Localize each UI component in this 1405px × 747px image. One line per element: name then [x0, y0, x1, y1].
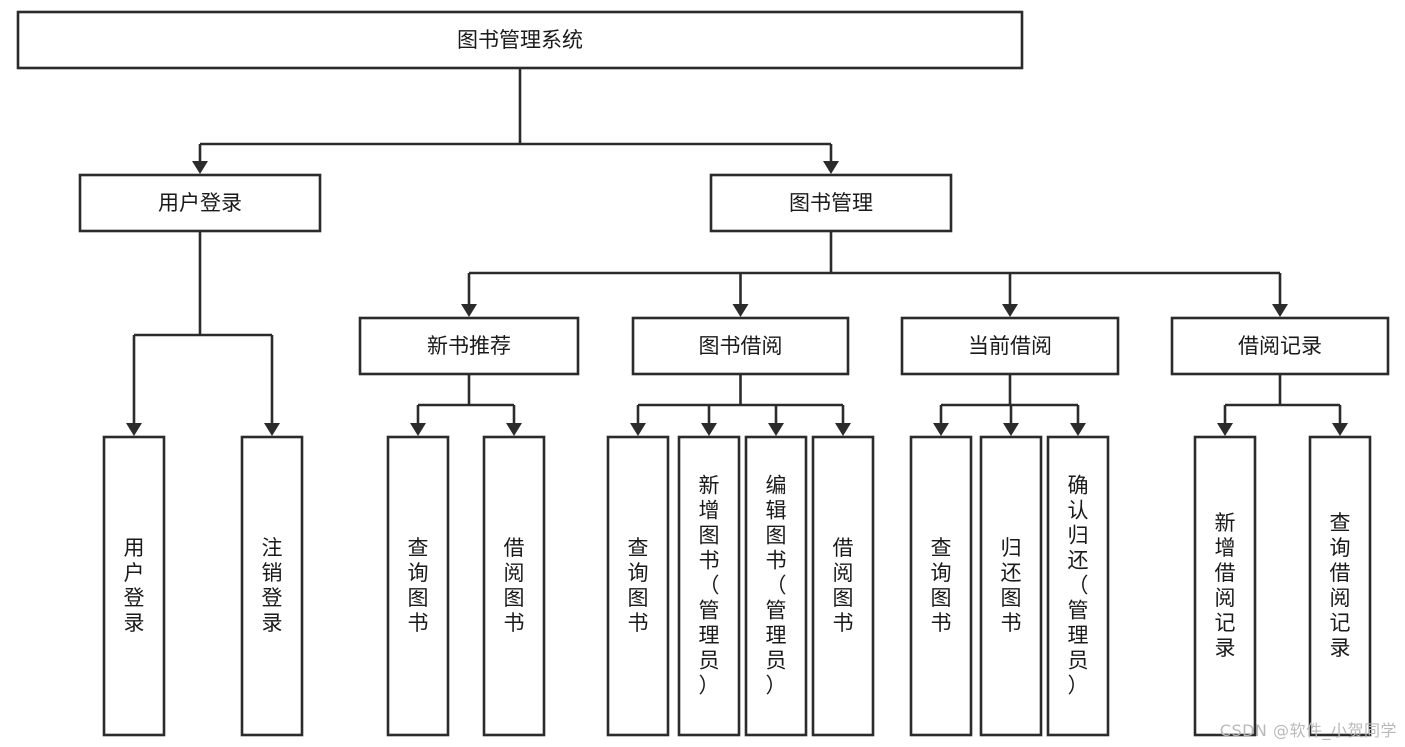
- node-label: 图书借阅: [699, 334, 783, 358]
- node-label: 查询借阅记录: [1330, 511, 1351, 660]
- node-label: 借阅图书: [504, 536, 525, 635]
- node-label: 图书管理系统: [457, 28, 583, 52]
- arrow-head-icon: [1332, 423, 1348, 436]
- node-leaf-7[interactable]: 借阅图书: [811, 435, 875, 737]
- arrow-head-icon: [264, 423, 280, 436]
- node-leaf-11[interactable]: 新增借阅记录: [1193, 435, 1257, 737]
- node-box: [1308, 435, 1372, 737]
- node-label: 当前借阅: [968, 334, 1052, 358]
- node-leaf-12[interactable]: 查询借阅记录: [1308, 435, 1372, 737]
- branch-records: [1217, 374, 1348, 436]
- branch-user-login: [126, 231, 280, 436]
- arrow-head-icon: [1003, 423, 1019, 436]
- node-leaf-10[interactable]: 确认归还（管理员）: [1046, 435, 1110, 737]
- node-label: 查询图书: [628, 536, 649, 635]
- node-l2-0[interactable]: 用户登录: [78, 173, 322, 233]
- node-leaf-2[interactable]: 查询图书: [386, 435, 450, 737]
- arrow-head-icon: [835, 423, 851, 436]
- branch-book-management: [461, 231, 1288, 317]
- connectors-layer: [126, 68, 1348, 436]
- node-label: 用户登录: [158, 191, 242, 215]
- node-label: 查询图书: [408, 536, 429, 635]
- node-l3-2[interactable]: 当前借阅: [900, 316, 1120, 376]
- node-label: 查询图书: [931, 536, 952, 635]
- node-label: 注销登录: [262, 536, 283, 635]
- arrow-head-icon: [192, 161, 208, 174]
- node-box: [358, 316, 580, 376]
- node-label: 编辑图书（管理员）: [766, 474, 787, 698]
- arrow-head-icon: [768, 423, 784, 436]
- nodes-layer: 图书管理系统用户登录图书管理新书推荐图书借阅当前借阅借阅记录用户登录注销登录查询…: [16, 10, 1390, 737]
- node-box: [677, 435, 741, 737]
- node-label: 用户登录: [124, 536, 145, 635]
- node-box: [482, 435, 546, 737]
- csdn-watermark: CSDN @软件_小贺同学: [1219, 721, 1397, 740]
- arrow-head-icon: [1002, 304, 1018, 317]
- arrow-head-icon: [1217, 423, 1233, 436]
- arrow-head-icon: [1272, 304, 1288, 317]
- arrow-head-icon: [506, 423, 522, 436]
- node-label: 借阅记录: [1238, 334, 1322, 358]
- branch-new-book: [410, 374, 522, 436]
- node-label: 新增借阅记录: [1215, 511, 1236, 660]
- branch-borrow: [630, 374, 851, 436]
- arrow-head-icon: [701, 423, 717, 436]
- node-l2-1[interactable]: 图书管理: [709, 173, 953, 233]
- node-box: [78, 173, 322, 233]
- node-box: [606, 435, 670, 737]
- node-root-0[interactable]: 图书管理系统: [16, 10, 1024, 70]
- node-box: [1193, 435, 1257, 737]
- arrow-head-icon: [732, 304, 749, 317]
- node-l3-1[interactable]: 图书借阅: [631, 316, 850, 376]
- node-box: [979, 435, 1043, 737]
- arrow-head-icon: [410, 423, 426, 436]
- node-box: [1170, 316, 1390, 376]
- arrow-head-icon: [630, 423, 646, 436]
- node-box: [709, 173, 953, 233]
- node-leaf-6[interactable]: 编辑图书（管理员）: [744, 435, 808, 737]
- node-box: [744, 435, 808, 737]
- node-leaf-0[interactable]: 用户登录: [102, 435, 166, 737]
- node-label: 借阅图书: [833, 536, 854, 635]
- arrow-head-icon: [823, 161, 839, 174]
- node-box: [811, 435, 875, 737]
- node-box: [909, 435, 973, 737]
- node-label: 归还图书: [1001, 536, 1022, 635]
- branch-current-borrow: [933, 374, 1086, 436]
- node-box: [240, 435, 304, 737]
- node-label: 新书推荐: [427, 334, 511, 358]
- arrow-head-icon: [461, 304, 477, 317]
- node-leaf-8[interactable]: 查询图书: [909, 435, 973, 737]
- node-box: [102, 435, 166, 737]
- node-label: 图书管理: [789, 191, 873, 215]
- arrow-head-icon: [126, 423, 142, 436]
- node-leaf-9[interactable]: 归还图书: [979, 435, 1043, 737]
- node-l3-0[interactable]: 新书推荐: [358, 316, 580, 376]
- node-box: [1046, 435, 1110, 737]
- node-l3-3[interactable]: 借阅记录: [1170, 316, 1390, 376]
- node-label: 新增图书（管理员）: [699, 474, 720, 698]
- node-box: [16, 10, 1024, 70]
- arrow-head-icon: [1070, 423, 1086, 436]
- node-box: [900, 316, 1120, 376]
- node-leaf-5[interactable]: 新增图书（管理员）: [677, 435, 741, 737]
- arrow-head-icon: [933, 423, 949, 436]
- node-leaf-4[interactable]: 查询图书: [606, 435, 670, 737]
- branch-root: [192, 68, 839, 174]
- node-leaf-1[interactable]: 注销登录: [240, 435, 304, 737]
- node-leaf-3[interactable]: 借阅图书: [482, 435, 546, 737]
- node-label: 确认归还（管理员）: [1068, 474, 1089, 698]
- node-box: [386, 435, 450, 737]
- node-box: [631, 316, 850, 376]
